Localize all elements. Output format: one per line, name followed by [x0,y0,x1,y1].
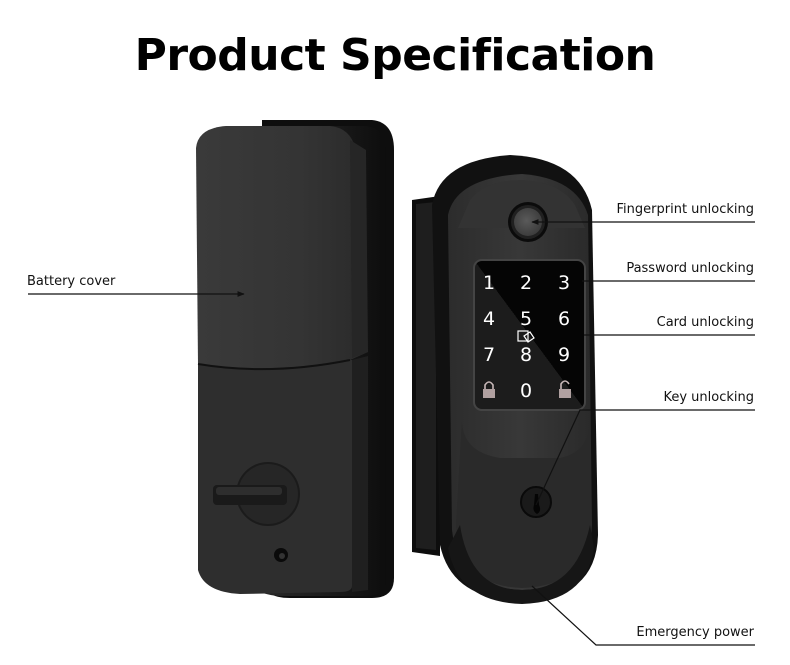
lock-open-icon [559,380,571,398]
interior-unit [196,120,394,598]
keypad-keys: 1 2 3 4 5 6 7 8 9 0 [483,272,570,402]
label-key-unlocking: Key unlocking [663,390,754,405]
key-3: 3 [558,272,570,294]
key-4: 4 [483,308,495,330]
label-emergency-power: Emergency power [636,625,754,640]
card-reader-icon [517,330,535,343]
key-1: 1 [483,272,495,294]
key-0: 0 [520,380,532,402]
key-8: 8 [520,344,532,366]
fingerprint-sensor [508,202,548,242]
key-2: 2 [520,272,532,294]
label-card-unlocking: Card unlocking [656,315,754,330]
page-title: Product Specification [134,30,656,81]
key-6: 6 [558,308,570,330]
key-7: 7 [483,344,495,366]
key-cylinder [520,486,552,518]
label-fingerprint-unlocking: Fingerprint unlocking [616,202,754,217]
key-line [535,409,755,506]
emergency-power-line [531,585,755,646]
label-battery-cover: Battery cover [27,274,116,289]
leader-lines [28,219,755,646]
battery-cover [196,126,368,369]
label-password-unlocking: Password unlocking [626,261,754,276]
key-5: 5 [520,308,532,330]
lock-closed-icon [483,381,495,398]
key-9: 9 [558,344,570,366]
